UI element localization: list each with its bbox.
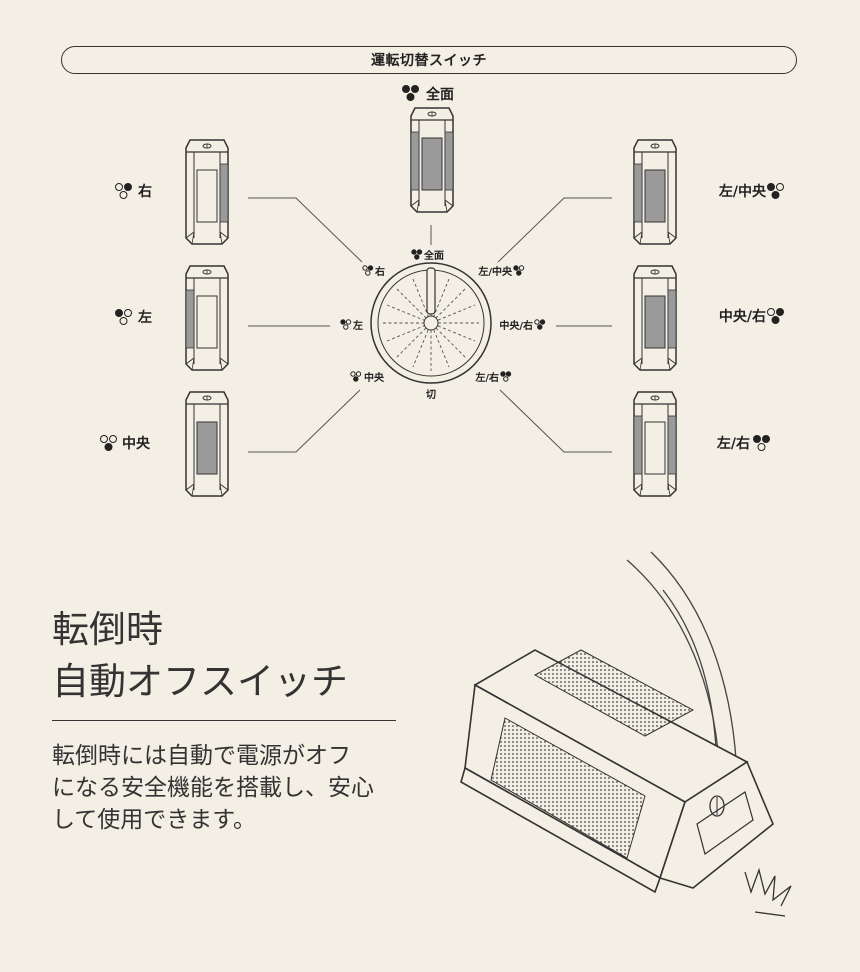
description-line-1: 転倒時には自動で電源がオフ (52, 743, 351, 769)
dial-label-off: 切 (426, 389, 436, 401)
dial-knob-icon (709, 795, 725, 817)
indicator-dots (100, 85, 784, 451)
impact-marks-icon (744, 867, 792, 917)
dial-label-hidari: 左 (352, 319, 363, 332)
mode-dial-icon (370, 262, 492, 384)
dial-label-hidari-chuou: 左/中央 (477, 265, 513, 278)
label-hidari-migi: 左/右 (716, 435, 750, 452)
feature-description: 転倒時には自動で電源がオフ になる安全機能を搭載し、安心 して使用できます。 (52, 740, 472, 836)
heater-unit-migi (185, 139, 229, 245)
description-line-3: して使用できます。 (52, 807, 257, 833)
label-zenmen: 全面 (425, 86, 454, 103)
top-grille (533, 649, 695, 737)
heater-unit-chuou-migi (633, 265, 677, 371)
connector-lines (248, 197, 612, 453)
section-title-switch: 運転切替スイッチ (61, 46, 797, 74)
label-migi: 右 (137, 183, 152, 200)
heater-unit-zenmen (410, 107, 454, 213)
heater-unit-chuou (185, 391, 229, 497)
heater-unit-hidari (185, 265, 229, 371)
section-title-text: 運転切替スイッチ (371, 53, 487, 69)
label-hidari: 左 (137, 309, 152, 326)
switch-diagram: 全面 右 左 中央 左/中央 中央/右 左/右 全面 右 左 中央 左/中央 中… (100, 85, 784, 497)
heading-line-2: 自動オフスイッチ (52, 660, 348, 703)
label-chuou: 中央 (122, 435, 151, 452)
dial-label-chuou: 中央 (364, 371, 385, 384)
feature-heading: 転倒時 自動オフスイッチ (52, 604, 348, 708)
dial-label-migi: 右 (374, 265, 385, 278)
heater-unit-hidari-chuou (633, 139, 677, 245)
dial-label-chuou-migi: 中央/右 (499, 319, 533, 332)
label-hidari-chuou: 左/中央 (718, 183, 767, 200)
front-grille (490, 717, 646, 859)
tipped-heater-illustration (460, 551, 792, 917)
heater-unit-hidari-migi (633, 391, 677, 497)
dial-label-zenmen: 全面 (423, 249, 444, 262)
dial-label-hidari-migi: 左/右 (474, 371, 499, 384)
heading-divider (52, 720, 396, 721)
label-chuou-migi: 中央/右 (719, 308, 766, 325)
heading-line-1: 転倒時 (52, 608, 163, 651)
description-line-2: になる安全機能を搭載し、安心 (52, 775, 374, 801)
